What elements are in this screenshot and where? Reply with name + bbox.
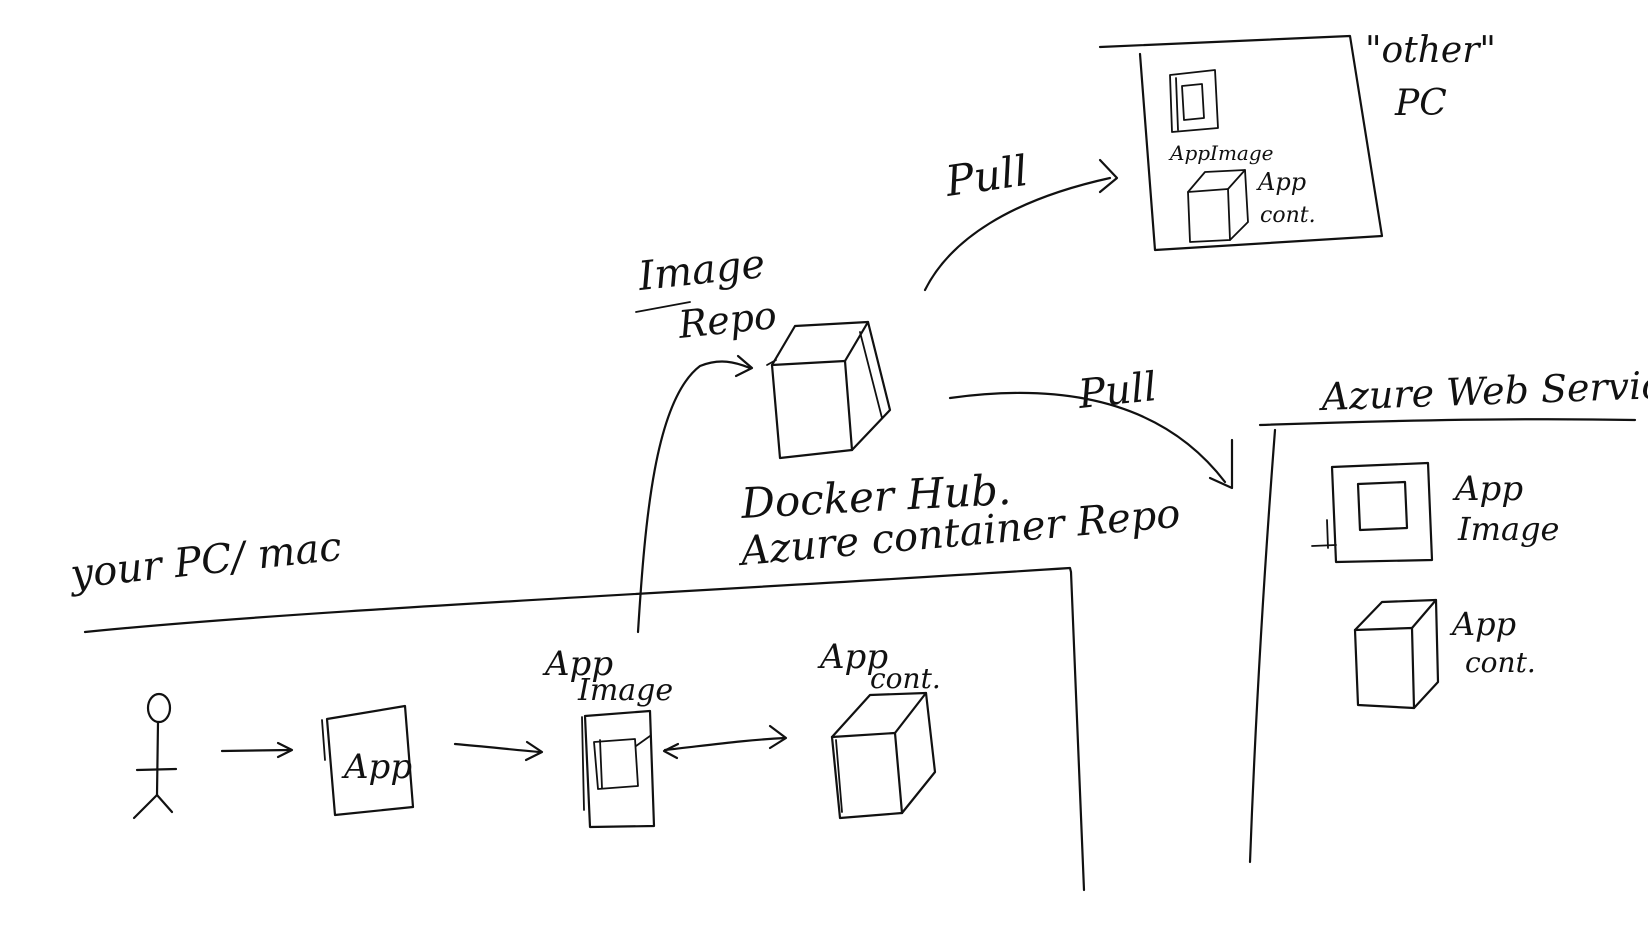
app-image-label-top: App	[542, 644, 613, 684]
arrow-image-to-repo	[636, 354, 754, 634]
aws-app-cont-label-line1: App	[1449, 605, 1516, 643]
arrow-repo-to-azure: Pull	[948, 364, 1234, 490]
app-container-label-bottom: cont.	[870, 662, 941, 695]
app-document-icon: App	[321, 704, 415, 817]
docker-hub-cube-icon	[766, 320, 892, 460]
arrow-repo-to-other-pc: Pull	[923, 146, 1119, 292]
pull-top-label: Pull	[942, 146, 1031, 206]
arrow-image-to-container	[662, 724, 788, 760]
container-cube-icon: App cont.	[817, 637, 941, 820]
other-app-cont-label-line2: cont.	[1260, 203, 1316, 228]
azure-web-services-region: Azure Web Services App Image App cont.	[1248, 362, 1648, 864]
other-app-image-icon	[1169, 69, 1219, 133]
azure-web-services-label: Azure Web Services	[1318, 362, 1648, 419]
arrow-app-to-image	[453, 740, 544, 762]
aws-app-image-label-line1: App	[1452, 469, 1523, 509]
image-repo-label-line2: Repo	[675, 293, 778, 347]
other-app-image-label: AppImage	[1168, 141, 1273, 165]
your-pc-label: your PC/ mac	[66, 524, 343, 598]
app-image-label-bottom: Image	[577, 673, 673, 708]
other-pc-label-line1: "other"	[1365, 30, 1496, 71]
stick-figure-icon	[132, 692, 178, 820]
other-pc-label-line2: PC	[1394, 83, 1447, 124]
app-image-icon: App Image	[542, 644, 673, 829]
arrow-user-to-app	[220, 741, 294, 759]
app-container-label-top: App	[817, 637, 888, 677]
aws-app-image-icon	[1311, 461, 1434, 564]
other-container-cube-icon	[1187, 169, 1249, 243]
your-pc-region: your PC/ mac	[66, 524, 1086, 892]
aws-container-cube-icon	[1353, 598, 1440, 710]
image-repo-label-line1: Image	[635, 241, 767, 300]
pull-right-label: Pull	[1075, 364, 1159, 418]
other-pc-region: "other" PC AppImage App cont.	[1098, 30, 1496, 252]
aws-app-image-label-line2: Image	[1457, 510, 1559, 548]
aws-app-cont-label-line2: cont.	[1465, 646, 1536, 679]
image-repo: Image Repo	[635, 241, 779, 347]
app-document-label: App	[341, 747, 412, 787]
your-pc-boundary	[83, 566, 1086, 892]
other-app-cont-label-line1: App	[1256, 168, 1306, 196]
